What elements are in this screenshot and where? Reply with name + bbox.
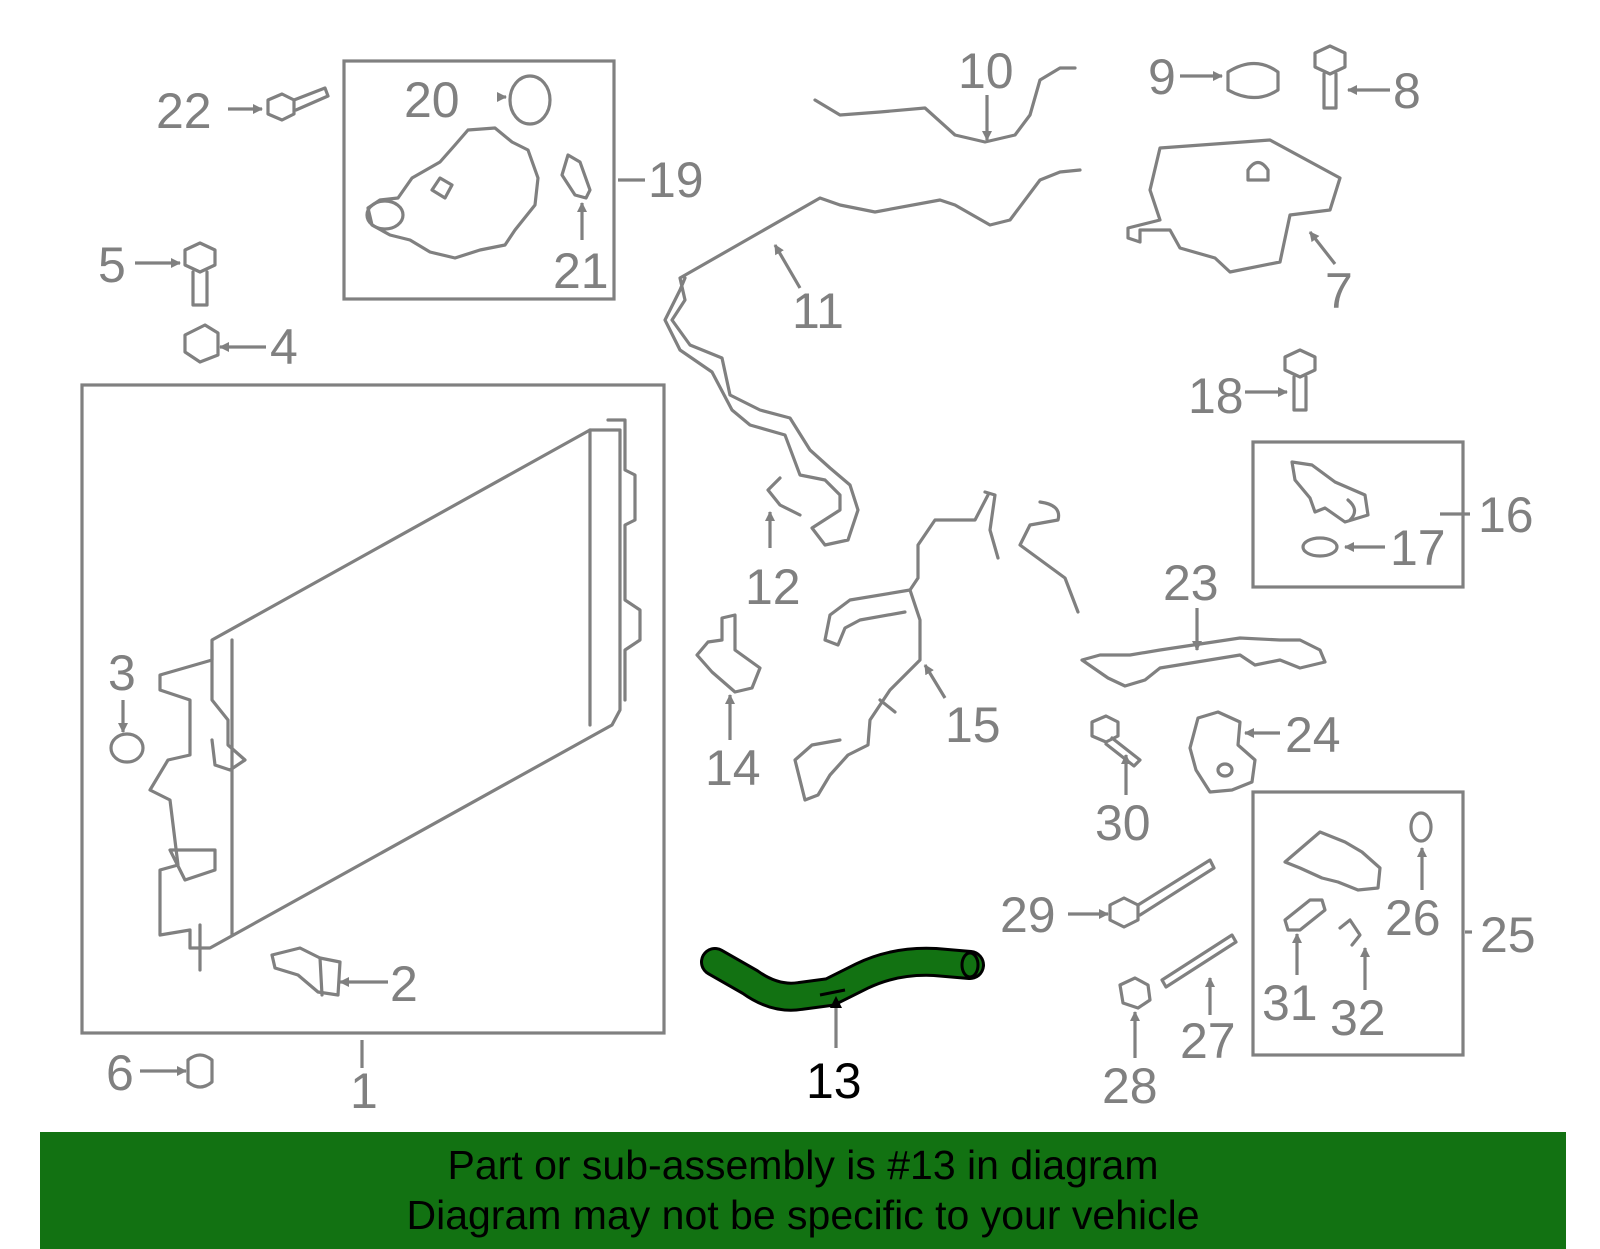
callout-23: 23 [1163, 555, 1219, 611]
callout-2: 2 [390, 956, 418, 1012]
callout-9: 9 [1148, 49, 1176, 105]
callout-25: 25 [1480, 907, 1536, 963]
callout-15: 15 [945, 697, 1001, 753]
callout-29: 29 [1000, 887, 1056, 943]
callout-5: 5 [98, 237, 126, 293]
radiator-group-box [80, 383, 666, 1035]
callout-16: 16 [1478, 487, 1534, 543]
tube-part-11 [663, 168, 1082, 547]
callout-7: 7 [1325, 263, 1353, 319]
washer-part-17 [1301, 536, 1339, 558]
tube-part-10 [813, 66, 1077, 144]
water-outlet-group-box [342, 59, 616, 301]
seal-part-20 [508, 74, 552, 126]
clip-part-4 [183, 323, 220, 364]
cap-part-9 [1226, 61, 1280, 100]
callout-12: 12 [745, 559, 801, 615]
bracket-part-14 [695, 613, 762, 694]
callout-27: 27 [1180, 1013, 1236, 1069]
gasket-part-21 [560, 153, 592, 200]
callout-21: 21 [553, 243, 609, 299]
callout-18: 18 [1188, 368, 1244, 424]
callout-22: 22 [156, 83, 212, 139]
clip-part-32 [1338, 918, 1362, 947]
callout-labels: 1 2 3 4 5 6 7 8 9 10 11 12 13 14 15 16 1… [98, 43, 1536, 1119]
callout-32: 32 [1330, 990, 1386, 1046]
callout-17: 17 [1390, 520, 1446, 576]
callout-31: 31 [1262, 975, 1318, 1031]
washer-part-26 [1409, 811, 1433, 843]
bolt-part-30 [1090, 714, 1142, 768]
callout-26: 26 [1385, 890, 1441, 946]
sensor-part-2 [270, 946, 342, 997]
callout-8: 8 [1393, 63, 1421, 119]
banner-line-1: Part or sub-assembly is #13 in diagram [447, 1142, 1159, 1188]
sensor-bracket-part-25 [1283, 830, 1382, 892]
callout-13: 13 [806, 1053, 862, 1109]
callout-4: 4 [270, 319, 298, 375]
callout-14: 14 [705, 740, 761, 796]
hose-part-13-highlight [700, 946, 985, 1012]
callout-24: 24 [1285, 707, 1341, 763]
plug-part-3 [109, 732, 145, 764]
bolt-part-22 [266, 86, 330, 122]
clamp-part-12 [766, 476, 802, 517]
radiator-part [148, 418, 642, 972]
part-info-banner: Part or sub-assembly is #13 in diagram D… [40, 1132, 1566, 1249]
bolt-part-8 [1313, 44, 1347, 110]
bolt-part-29 [1108, 858, 1216, 929]
callout-10: 10 [958, 43, 1014, 99]
callout-1: 1 [350, 1063, 378, 1119]
callout-30: 30 [1095, 795, 1151, 851]
callout-3: 3 [108, 645, 136, 701]
sensor-part-16 [1290, 460, 1370, 524]
reservoir-part-7 [1126, 138, 1342, 274]
callout-19: 19 [648, 152, 704, 208]
bracket-part-23 [1080, 636, 1327, 688]
bolt-part-5 [183, 241, 217, 307]
callout-6: 6 [106, 1045, 134, 1101]
sensor-group-box-25 [1251, 790, 1465, 1057]
callout-20: 20 [404, 72, 460, 128]
housing-part-24 [1188, 710, 1257, 794]
banner-line-2: Diagram may not be specific to your vehi… [406, 1192, 1200, 1238]
tube-assembly-part-15 [793, 490, 1080, 802]
callout-11: 11 [792, 283, 844, 339]
bolt-part-18 [1283, 348, 1317, 412]
water-outlet-part-19 [365, 126, 540, 260]
stud-part-27 [1160, 933, 1238, 989]
sensor-part-31 [1283, 898, 1327, 932]
nut-part-28 [1118, 976, 1152, 1010]
grommet-part-6 [186, 1053, 214, 1089]
callout-28: 28 [1102, 1058, 1158, 1114]
leader-lines [118, 71, 1472, 1076]
